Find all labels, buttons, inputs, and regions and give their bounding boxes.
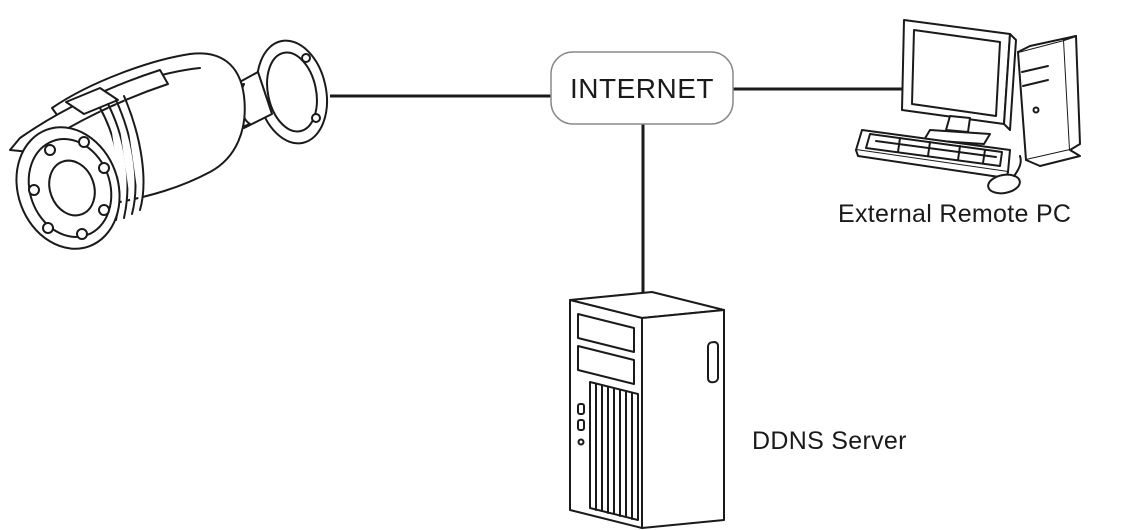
bullet-camera-icon — [0, 34, 336, 263]
remote-pc-label: External Remote PC — [838, 199, 1071, 229]
ddns-server-label: DDNS Server — [752, 426, 907, 456]
tower-server-icon — [570, 292, 724, 528]
internet-label: INTERNET — [551, 70, 733, 108]
desktop-computer-icon — [856, 20, 1080, 196]
